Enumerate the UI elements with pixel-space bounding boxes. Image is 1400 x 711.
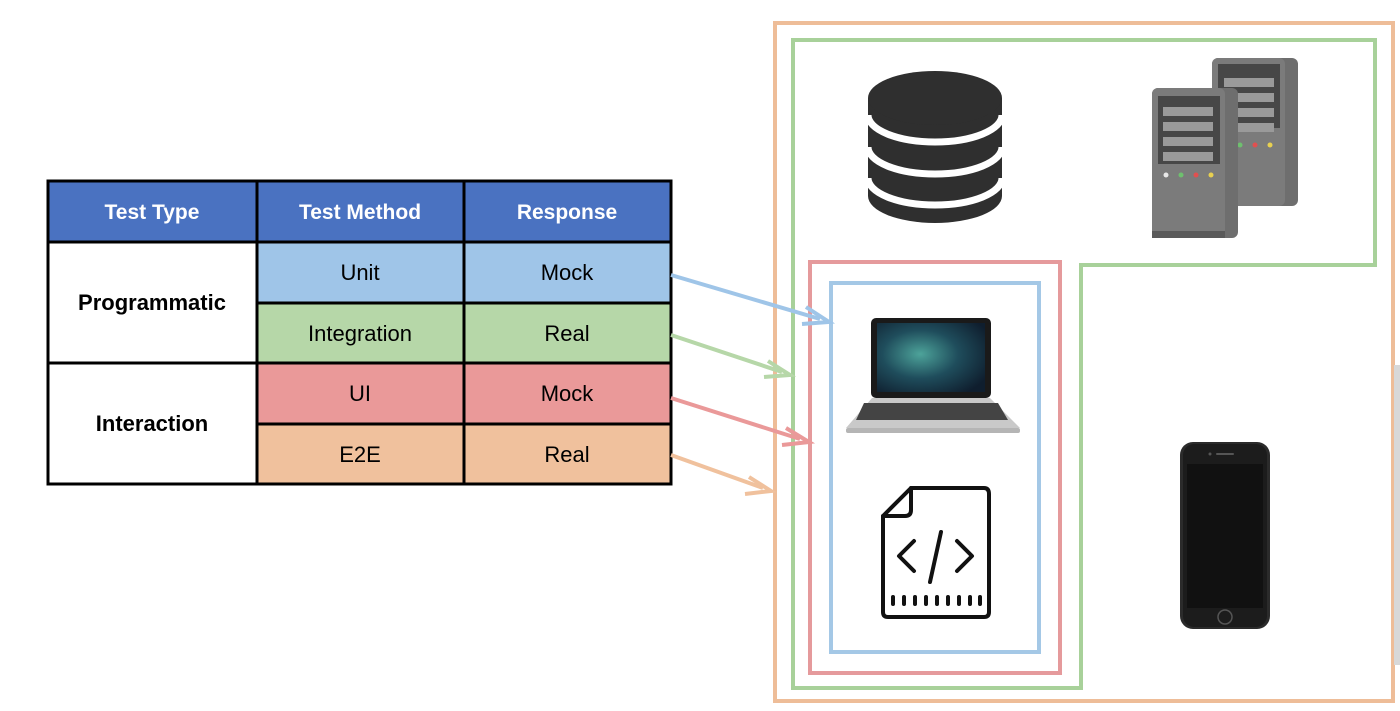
database-icon <box>864 71 1006 223</box>
header-test-type: Test Type <box>105 201 200 224</box>
table-header-bg <box>48 181 671 242</box>
arrow-ui <box>670 396 816 447</box>
group-label-programmatic: Programmatic <box>78 290 226 315</box>
cell-method-integration: Integration <box>308 321 412 346</box>
e2e-boundary <box>773 21 1395 703</box>
arrow-e2e <box>670 453 777 496</box>
edge-shadow <box>1394 365 1400 665</box>
cell-method-e2e: E2E <box>339 442 381 467</box>
unit-boundary <box>829 281 1041 654</box>
header-response: Response <box>517 201 617 224</box>
arrow-unit <box>670 273 836 326</box>
group-label-interaction: Interaction <box>96 411 208 436</box>
cell-method-unit: Unit <box>340 260 379 285</box>
server-icon <box>1152 58 1298 238</box>
header-test-method: Test Method <box>299 201 421 224</box>
test-matrix-table: Test Type Test Method Response Programma… <box>46 179 673 486</box>
cell-response-e2e: Real <box>544 442 589 467</box>
cell-method-ui: UI <box>349 381 371 406</box>
code-file-icon <box>881 486 991 619</box>
laptop-icon <box>846 318 1020 433</box>
table-grid <box>46 179 673 486</box>
cell-response-ui: Mock <box>541 381 595 406</box>
cell-response-unit: Mock <box>541 260 595 285</box>
phone-icon <box>1180 442 1270 629</box>
ui-boundary <box>808 260 1062 675</box>
cell-response-integration: Real <box>544 321 589 346</box>
integration-boundary <box>791 38 1377 690</box>
arrow-integration <box>670 333 797 379</box>
scope-arrows <box>670 273 836 496</box>
